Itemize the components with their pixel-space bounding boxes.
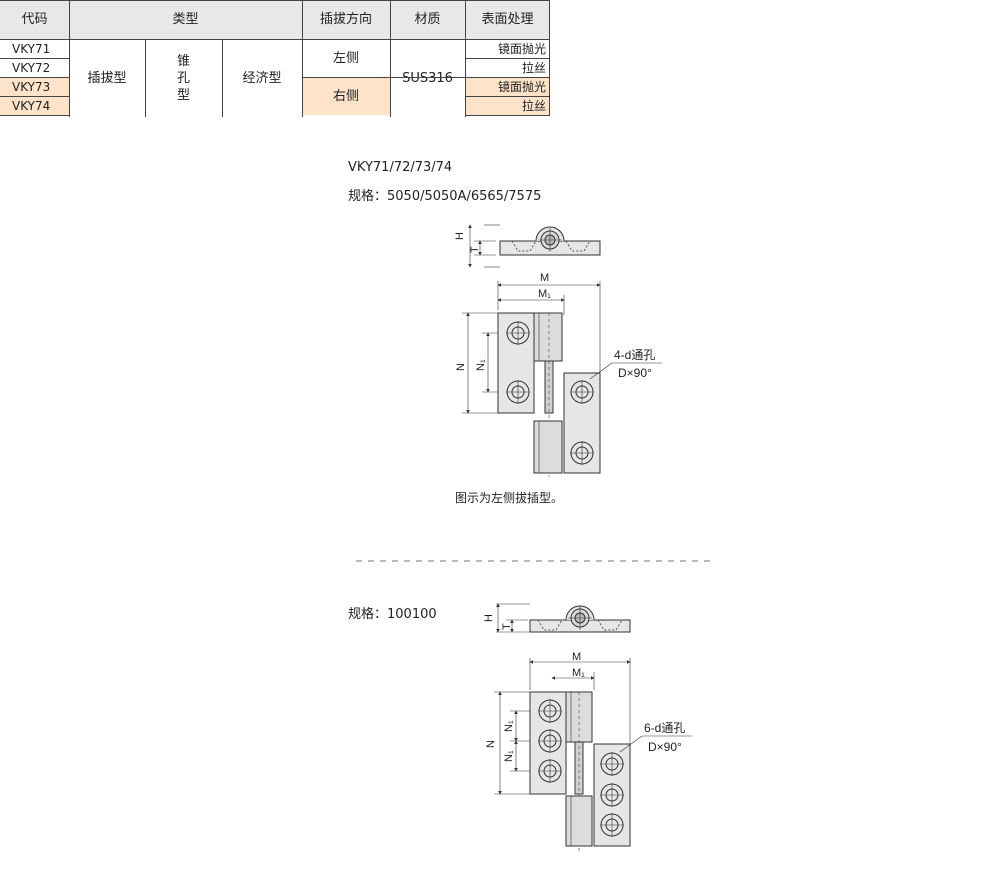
caption: 图示为左侧拔插型。 bbox=[455, 491, 564, 505]
table-line bbox=[145, 39, 146, 117]
code-cell: VKY74 bbox=[0, 96, 69, 115]
finish-cell: 拉丝 bbox=[465, 96, 550, 115]
type-hole-char: 孔 bbox=[176, 70, 190, 86]
hinge-drawing-2: H T M M₁ N N₁ N₁ bbox=[483, 603, 692, 852]
code-cell: VKY72 bbox=[12, 60, 51, 75]
table-line bbox=[302, 0, 303, 117]
front-view: M M₁ N N₁ bbox=[455, 272, 662, 477]
dim-label-h: H bbox=[454, 232, 466, 240]
table-line bbox=[465, 96, 550, 97]
code-cell: VKY71 bbox=[12, 41, 51, 56]
dim-label-t: T bbox=[469, 246, 481, 253]
dim-label-n: N bbox=[485, 740, 497, 748]
type-grade: 经济型 bbox=[242, 70, 282, 86]
dim-label-m: M bbox=[540, 272, 549, 284]
spec-label-2: 规格：100100 bbox=[348, 607, 437, 622]
table-line bbox=[549, 0, 550, 116]
header-code: 代码 bbox=[0, 0, 69, 39]
direction-left: 左侧 bbox=[332, 50, 359, 66]
finish-cell: 镜面抛光 bbox=[497, 41, 546, 56]
dim-label-t: T bbox=[501, 623, 513, 630]
direction-right: 右侧 bbox=[302, 77, 390, 115]
side-view: H T bbox=[454, 224, 601, 268]
dim-label-h: H bbox=[483, 614, 495, 622]
table-line bbox=[0, 39, 550, 40]
dim-label-m1: M₁ bbox=[538, 288, 551, 300]
separator-line bbox=[356, 560, 710, 562]
hinge-drawing-1: H T M M₁ N N₁ bbox=[454, 224, 662, 477]
dim-label-m1: M₁ bbox=[572, 667, 585, 679]
hole-callout-2: 6-d通孔 bbox=[644, 721, 685, 735]
header-type: 类型 bbox=[69, 0, 302, 39]
table-line bbox=[465, 115, 550, 116]
type-hole: 锥 孔 型 bbox=[145, 39, 222, 117]
side-view: H T bbox=[483, 603, 631, 633]
front-view: M M₁ N N₁ N₁ bbox=[485, 651, 692, 852]
table-line bbox=[0, 115, 69, 116]
finish-cell: 拉丝 bbox=[521, 60, 546, 75]
spec-table: 代码 类型 插拔方向 材质 表面处理 VKY71 VKY72 VKY73 VKY… bbox=[0, 0, 550, 117]
table-line bbox=[222, 39, 223, 117]
table-line bbox=[0, 77, 69, 78]
header-direction: 插拔方向 bbox=[302, 0, 390, 39]
hole-angle-2: D×90° bbox=[648, 740, 682, 754]
dim-label-n1: N₁ bbox=[475, 359, 487, 371]
header-material: 材质 bbox=[390, 0, 465, 39]
table-line bbox=[465, 0, 466, 117]
model-label: VKY71/72/73/74 bbox=[348, 160, 453, 175]
table-line bbox=[465, 58, 550, 59]
dim-label-n: N bbox=[455, 363, 467, 371]
type-hole-char: 锥 bbox=[176, 53, 190, 69]
hole-callout-1: 4-d通孔 bbox=[614, 348, 655, 362]
material-cell: SUS316 bbox=[402, 70, 453, 86]
hole-angle-1: D×90° bbox=[618, 366, 652, 380]
spec-label-1: 规格：5050/5050A/6565/7575 bbox=[348, 189, 542, 204]
type-main: 插拔型 bbox=[87, 70, 127, 86]
type-hole-char: 型 bbox=[176, 87, 190, 103]
table-line bbox=[0, 96, 69, 97]
table-line bbox=[69, 0, 70, 117]
table-line bbox=[390, 0, 391, 117]
dim-label-n1: N₁ bbox=[503, 750, 515, 762]
table-line bbox=[302, 77, 550, 78]
dim-label-n1: N₁ bbox=[503, 720, 515, 732]
code-cell: VKY73 bbox=[0, 77, 69, 96]
dim-label-m: M bbox=[572, 651, 581, 663]
header-finish: 表面处理 bbox=[465, 0, 550, 39]
table-line bbox=[0, 58, 69, 59]
table-line bbox=[0, 0, 550, 1]
finish-cell: 镜面抛光 bbox=[465, 77, 550, 96]
